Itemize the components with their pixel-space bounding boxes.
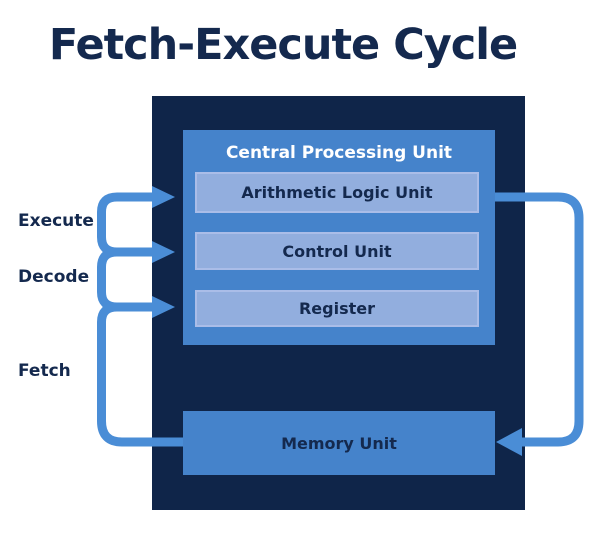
memory-box: Memory Unit [183,411,495,475]
control-unit-box: Control Unit [195,232,479,270]
execute-loop-line [97,192,152,257]
step-label-decode: Decode [18,267,90,287]
step-label-execute: Execute [18,211,94,231]
control-unit-label: Control Unit [282,241,392,261]
step-label-fetch: Fetch [18,361,71,381]
cpu-title: Central Processing Unit [225,143,453,163]
alu-box: Arithmetic Logic Unit [195,172,479,213]
memory-label: Memory Unit [281,433,397,453]
page-title: Fetch-Execute Cycle [48,20,518,70]
cpu-box: Central Processing Unit Arithmetic Logic… [183,130,495,345]
alu-label: Arithmetic Logic Unit [241,183,433,202]
register-label: Register [298,299,376,318]
decode-loop-line [97,247,152,312]
register-box: Register [195,290,479,327]
